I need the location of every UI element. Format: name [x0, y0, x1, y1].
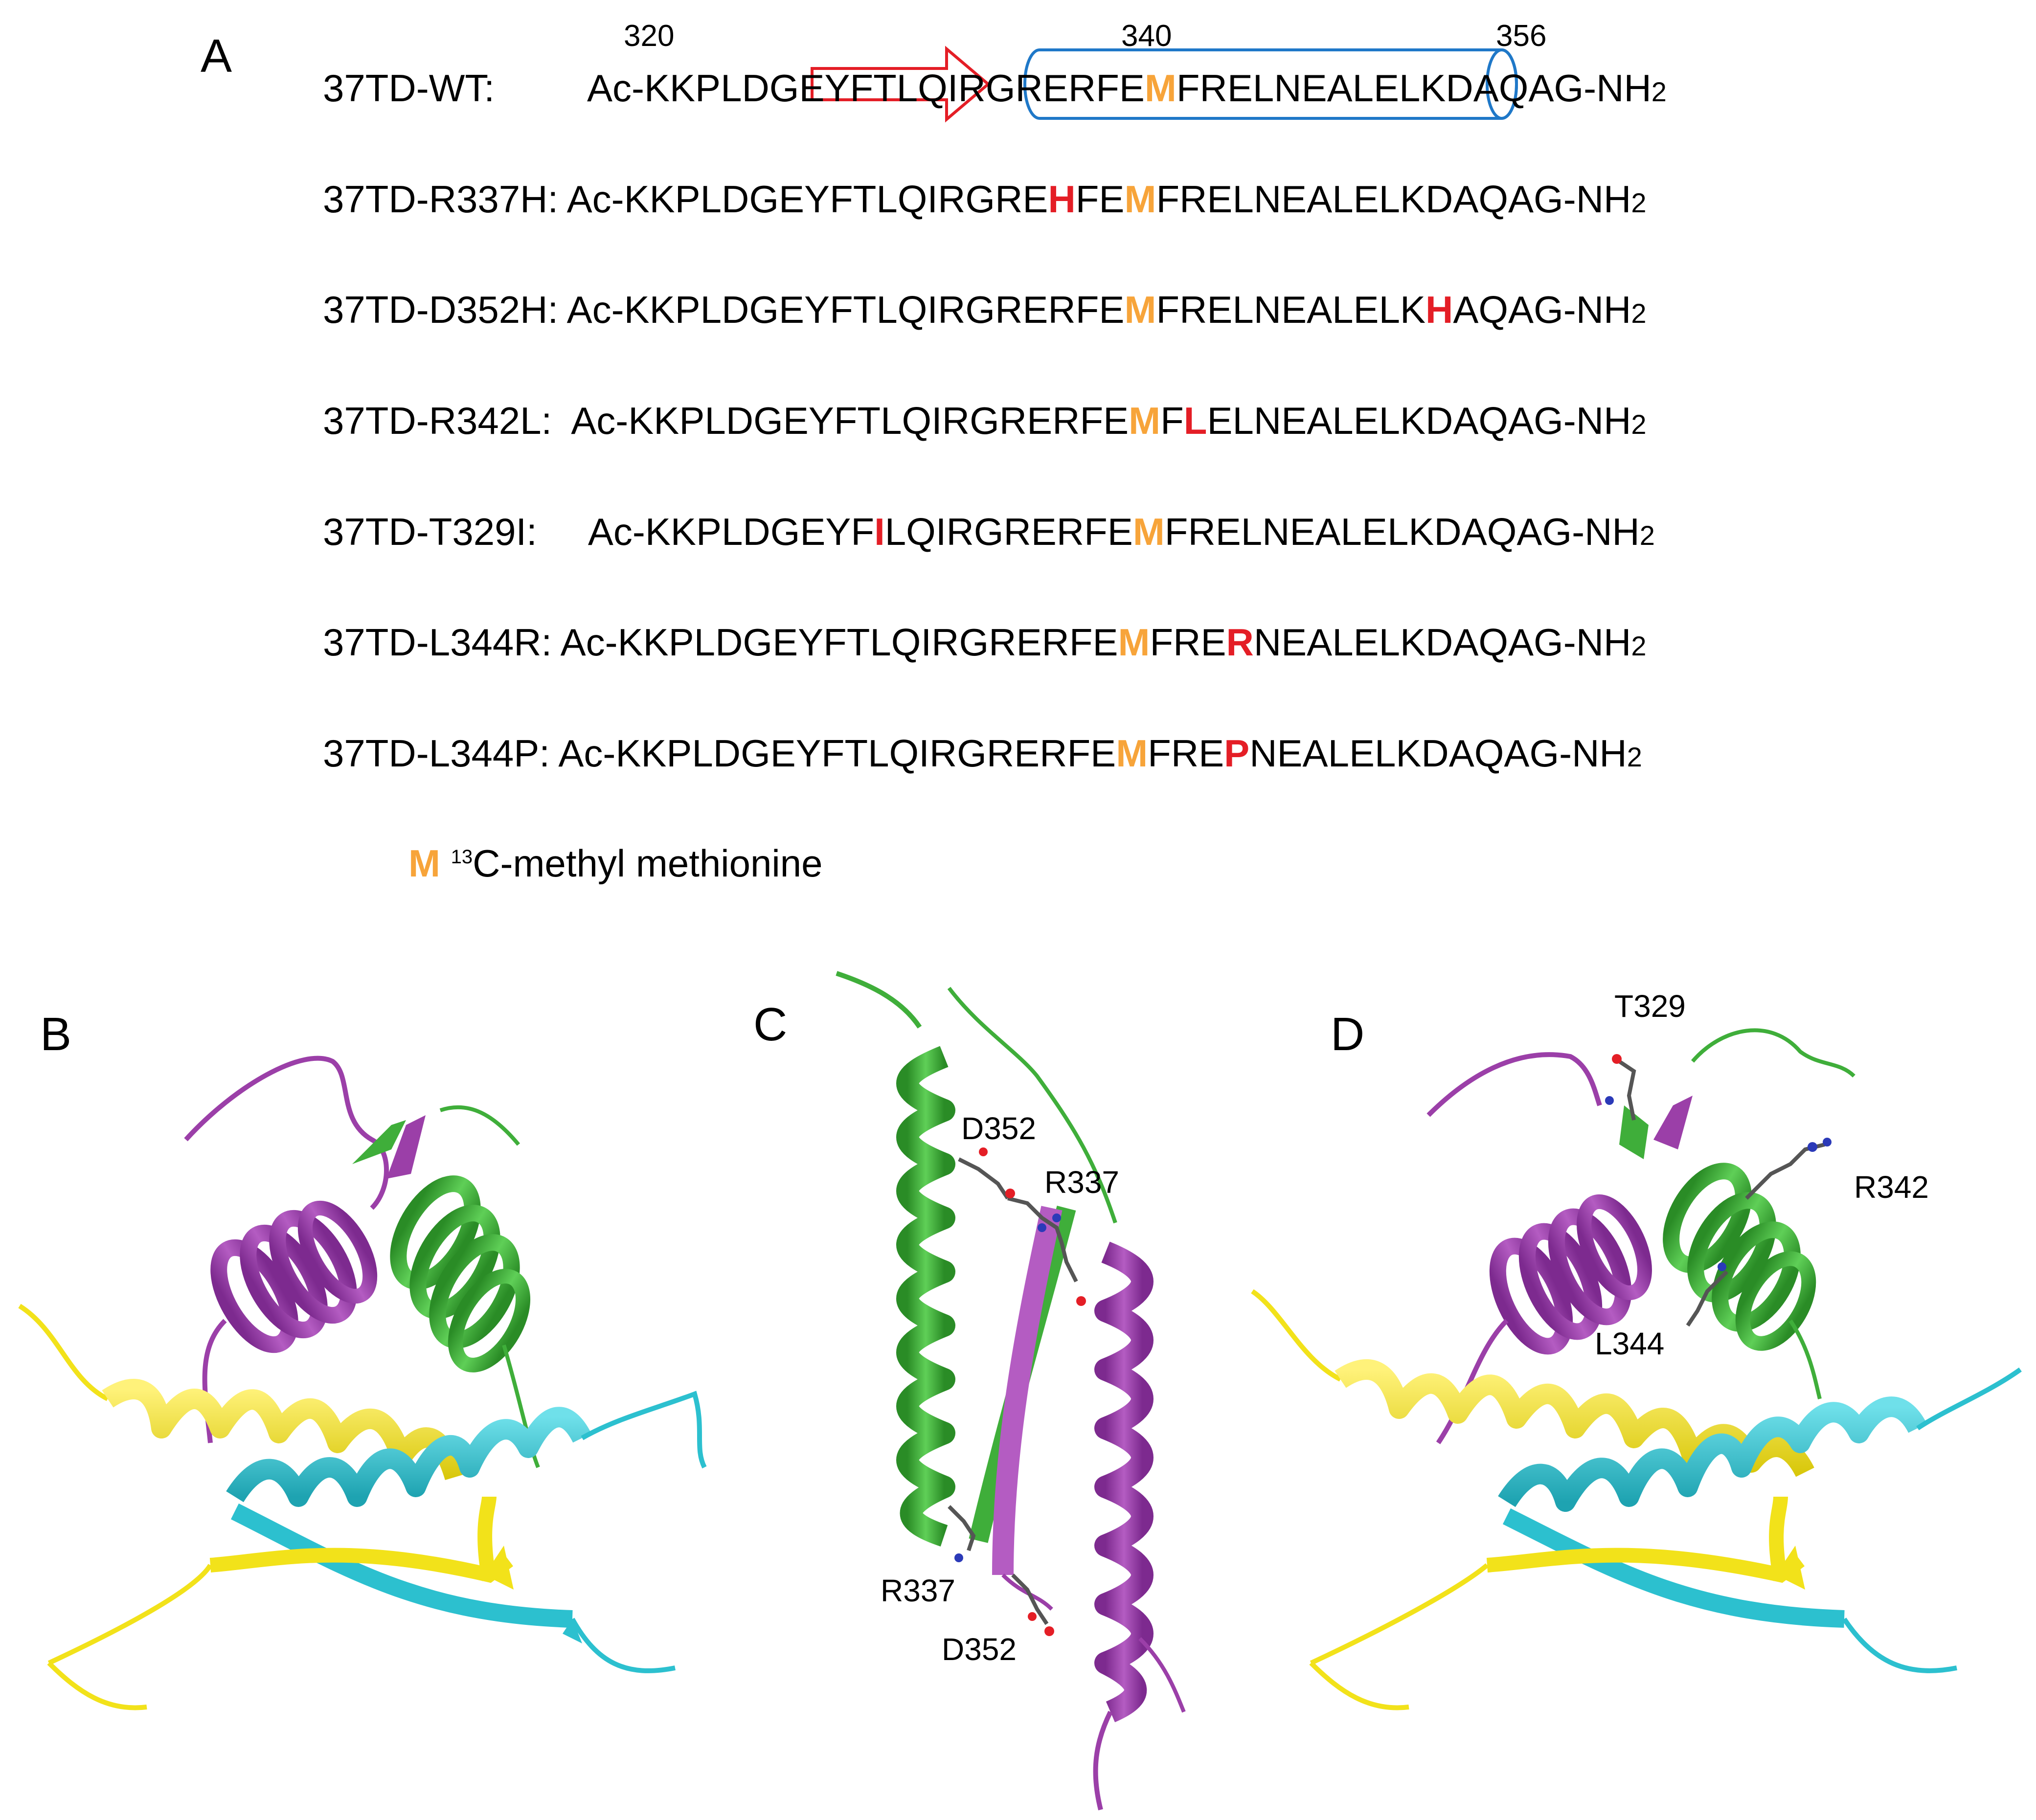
subscript: 2	[1631, 630, 1647, 661]
subscript: 2	[1631, 409, 1647, 440]
sequence-part: LQIRGRERFE	[884, 510, 1133, 553]
legend-symbol: M	[408, 842, 440, 885]
legend-superscript: 13	[451, 846, 473, 868]
cyan-helix-d	[1498, 1396, 1927, 1512]
sequence-label: 37TD-L344P:	[323, 732, 550, 775]
mutation-residue: L	[1183, 399, 1207, 442]
label-d352-top: D352	[961, 1111, 1036, 1146]
subscript: 2	[1627, 741, 1642, 772]
mutation-residue: P	[1224, 732, 1250, 775]
structure-c	[836, 971, 1186, 1811]
sequence-part: FRE	[1148, 732, 1224, 775]
sequence-label: 37TD-WT:	[323, 67, 495, 110]
sequence-part: Ac-KKPLDGEYFTLQIRGRERFE	[560, 621, 1118, 664]
sequence-row-d352h: 37TD-D352H: Ac-KKPLDGEYFTLQIRGRERFEMFREL…	[323, 288, 1647, 332]
tick-340: 340	[1121, 19, 1172, 53]
label-r342: R342	[1854, 1169, 1929, 1205]
side-chains-c	[948, 1157, 1078, 1625]
sequence-row-wt: 37TD-WT: Ac-KKPLDGEYFTLQIRGRERFEMFRELNEAL…	[323, 66, 1667, 111]
labeled-methionine: M	[1132, 510, 1165, 553]
tick-356: 356	[1496, 19, 1547, 53]
subscript: 2	[1651, 76, 1667, 107]
sequence-part: Ac-KKPLDGEYFTLQIRGRERFE	[587, 67, 1145, 110]
label-r337-top: R337	[1044, 1165, 1119, 1200]
green-helix-d	[1663, 1163, 1816, 1351]
sequence-part: F	[1160, 399, 1184, 442]
labeled-methionine: M	[1144, 67, 1176, 110]
sequence-part: Ac-KKPLDGEYFTLQIRGRE	[566, 178, 1048, 221]
structure-b	[18, 1056, 707, 1710]
tick-320: 320	[624, 19, 675, 53]
sequence-label: 37TD-R337H:	[323, 178, 559, 221]
sequence-part: NEALELKDAQAG-NH	[1253, 621, 1631, 664]
sequence-row-r342l: 37TD-R342L: Ac-KKPLDGEYFTLQIRGRERFEMFLEL…	[323, 399, 1647, 443]
sequence-part: ELNEALELKDAQAG-NH	[1207, 399, 1631, 442]
sequence-part: Ac-KKPLDGEYFTLQIRGRERFE	[566, 288, 1125, 331]
sequence-row-l344r: 37TD-L344R: Ac-KKPLDGEYFTLQIRGRERFEMFRER…	[323, 620, 1647, 665]
mutation-residue: H	[1048, 178, 1076, 221]
labeled-methionine: M	[1124, 288, 1156, 331]
labeled-methionine: M	[1118, 621, 1150, 664]
mutation-residue: H	[1425, 288, 1453, 331]
sequence-part: AQAG-NH	[1453, 288, 1631, 331]
cyan-helix-b	[226, 1407, 591, 1507]
mutation-residue: I	[874, 510, 885, 553]
sequence-part: Ac-KKPLDGEYF	[588, 510, 875, 553]
sequence-part: FRELNEALELKDAQAG-NH	[1176, 67, 1651, 110]
label-l344: L344	[1595, 1326, 1665, 1361]
purple-helix-b	[210, 1200, 378, 1353]
sequence-part: FRE	[1150, 621, 1226, 664]
sequence-part: Ac-KKPLDGEYFTLQIRGRERFE	[558, 732, 1116, 775]
sequence-part: FRELNEALELKDAQAG-NH	[1156, 178, 1631, 221]
panel-a-letter: A	[201, 30, 232, 82]
sequence-part: Ac-KKPLDGEYFTLQIRGRERFE	[571, 399, 1129, 442]
green-helix-b	[390, 1175, 531, 1372]
panel-b-letter: B	[40, 1008, 72, 1060]
sequence-row-t329i: 37TD-T329I: Ac-KKPLDGEYFILQIRGRERFEMFREL…	[323, 510, 1655, 554]
label-r337-bottom: R337	[881, 1573, 955, 1608]
sequence-part: FRELNEALELKDAQAG-NH	[1164, 510, 1640, 553]
sequence-label: 37TD-T329I:	[323, 510, 537, 553]
sequence-row-r337h: 37TD-R337H: Ac-KKPLDGEYFTLQIRGREHFEMFREL…	[323, 177, 1647, 222]
subscript: 2	[1631, 298, 1647, 329]
sequence-label: 37TD-L344R:	[323, 621, 552, 664]
labeled-methionine: M	[1124, 178, 1156, 221]
purple-helix-d	[1489, 1194, 1652, 1355]
green-helix-c	[896, 1046, 955, 1547]
sequence-label: 37TD-R342L:	[323, 399, 552, 442]
legend-text: C-methyl methionine	[473, 842, 823, 885]
sequence-label: 37TD-D352H:	[323, 288, 559, 331]
legend: M 13C-methyl methionine	[408, 841, 822, 886]
purple-helix-c	[1094, 1241, 1154, 1723]
sequence-part: FRELNEALELK	[1156, 288, 1425, 331]
structure-d	[1251, 1028, 2022, 1710]
label-d352-bottom: D352	[942, 1632, 1017, 1667]
panel-d-letter: D	[1331, 1008, 1365, 1060]
labeled-methionine: M	[1116, 732, 1148, 775]
labeled-methionine: M	[1129, 399, 1161, 442]
subscript: 2	[1631, 187, 1647, 218]
panel-c-letter: C	[753, 998, 788, 1051]
sequence-part: FE	[1075, 178, 1125, 221]
sequence-part: NEALELKDAQAG-NH	[1249, 732, 1627, 775]
label-t329: T329	[1614, 989, 1686, 1024]
subscript: 2	[1639, 520, 1655, 551]
sequence-row-l344p: 37TD-L344P: Ac-KKPLDGEYFTLQIRGRERFEMFREP…	[323, 731, 1642, 776]
mutation-residue: R	[1226, 621, 1254, 664]
